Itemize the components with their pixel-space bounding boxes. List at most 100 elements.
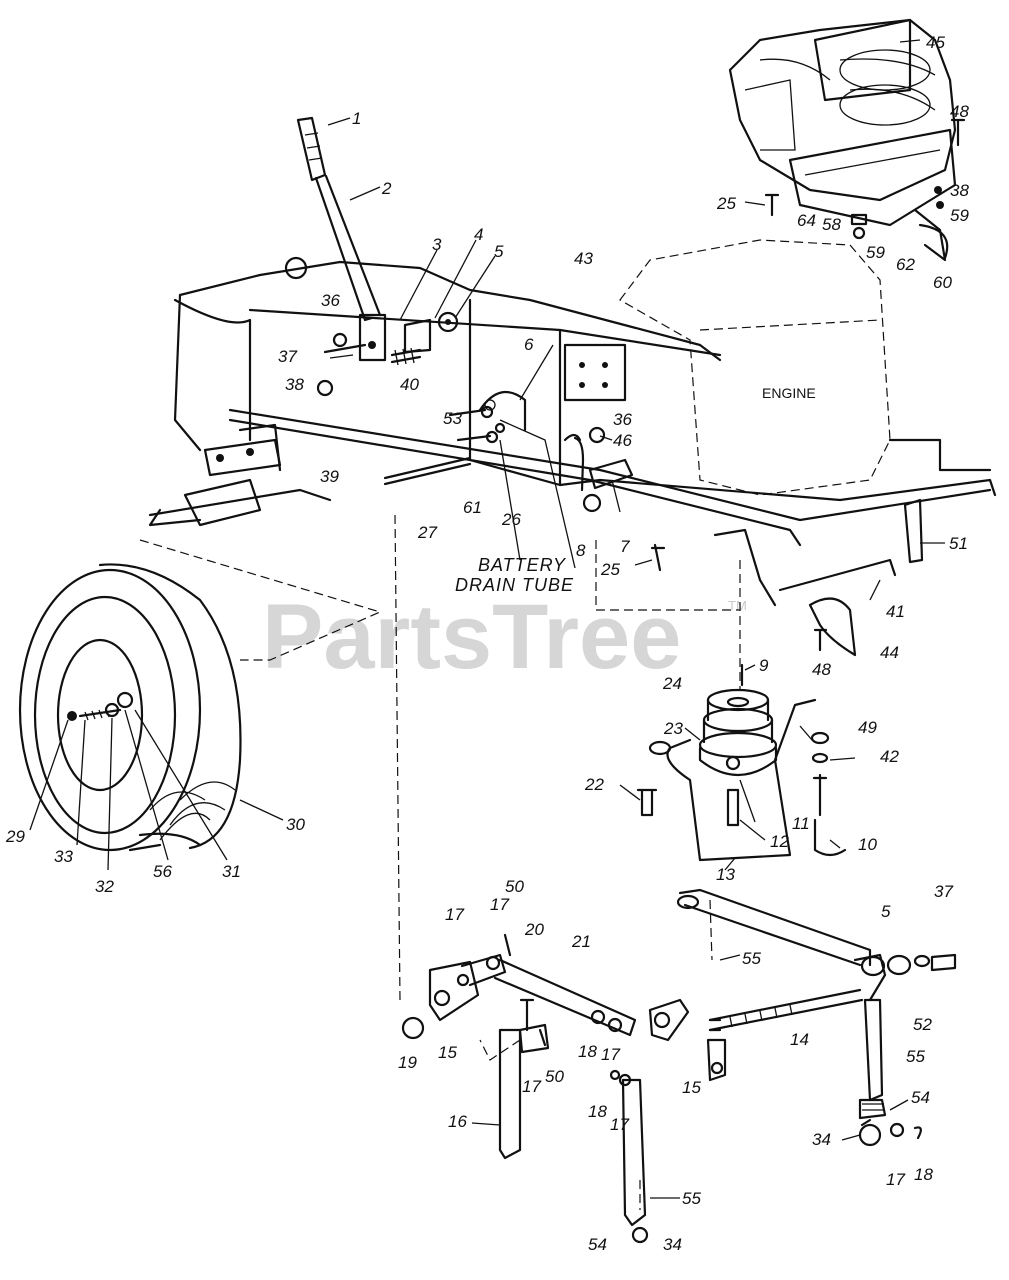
callout-64: 64 bbox=[797, 211, 816, 230]
callout-38b: 38 bbox=[950, 181, 969, 200]
callout-46: 46 bbox=[613, 431, 632, 450]
battery-drain-tube bbox=[499, 426, 666, 572]
callout-59: 59 bbox=[950, 206, 969, 225]
callout-42: 42 bbox=[880, 747, 899, 766]
pulley-assembly bbox=[595, 540, 847, 862]
callout-26: 26 bbox=[501, 510, 521, 529]
callout-37b: 37 bbox=[934, 882, 953, 901]
callout-56: 56 bbox=[153, 862, 172, 881]
callout-21: 21 bbox=[571, 932, 591, 951]
callout-55c: 55 bbox=[906, 1047, 925, 1066]
callout-17d: 17 bbox=[601, 1045, 620, 1064]
callout-15b: 15 bbox=[682, 1078, 701, 1097]
watermark-brand: PartsTree bbox=[262, 586, 681, 688]
callout-29: 29 bbox=[5, 827, 25, 846]
callout-54b: 54 bbox=[911, 1088, 930, 1107]
callout-55: 55 bbox=[682, 1189, 701, 1208]
callout-15: 15 bbox=[438, 1043, 457, 1062]
callout-5b: 5 bbox=[881, 902, 891, 921]
callout-17c: 17 bbox=[522, 1077, 541, 1096]
engine-hardware bbox=[764, 118, 966, 260]
callout-11: 11 bbox=[792, 814, 810, 833]
callout-18b: 18 bbox=[588, 1102, 607, 1121]
callout-52: 52 bbox=[913, 1015, 932, 1034]
callout-36: 36 bbox=[321, 291, 340, 310]
rear-wheel bbox=[18, 563, 242, 852]
callout-13: 13 bbox=[716, 865, 735, 884]
callout-numbers: 1 2 3 4 5 36 37 38 40 6 43 53 36 46 39 6… bbox=[5, 33, 969, 1254]
callout-25b: 25 bbox=[716, 194, 736, 213]
callout-18c: 18 bbox=[914, 1165, 933, 1184]
shift-rod bbox=[383, 405, 506, 486]
callout-32: 32 bbox=[95, 877, 114, 896]
callout-34: 34 bbox=[663, 1235, 682, 1254]
callout-51: 51 bbox=[949, 534, 968, 553]
callout-12: 12 bbox=[770, 832, 789, 851]
callout-17f: 17 bbox=[886, 1170, 905, 1189]
side-brackets bbox=[713, 498, 924, 657]
lever-bracket bbox=[316, 311, 459, 397]
callout-27: 27 bbox=[417, 523, 437, 542]
callout-14: 14 bbox=[790, 1030, 809, 1049]
callout-50: 50 bbox=[505, 877, 524, 896]
callout-37: 37 bbox=[278, 347, 297, 366]
callout-4: 4 bbox=[474, 225, 483, 244]
callout-62: 62 bbox=[896, 255, 915, 274]
callout-10: 10 bbox=[858, 835, 877, 854]
front-axle-bracket bbox=[148, 423, 332, 527]
callout-58: 58 bbox=[822, 215, 841, 234]
lower-linkage bbox=[401, 888, 957, 1244]
callout-34b: 34 bbox=[812, 1130, 831, 1149]
engine-assembly bbox=[728, 18, 957, 262]
callout-41: 41 bbox=[886, 602, 905, 621]
callout-3: 3 bbox=[432, 235, 442, 254]
callout-6: 6 bbox=[524, 335, 534, 354]
callout-2: 2 bbox=[381, 179, 392, 198]
shift-lever bbox=[296, 116, 387, 362]
callout-43: 43 bbox=[574, 249, 593, 268]
callout-48b: 48 bbox=[812, 660, 831, 679]
callout-22: 22 bbox=[584, 775, 604, 794]
callout-53: 53 bbox=[443, 409, 462, 428]
battery-label: BATTERY bbox=[478, 555, 567, 575]
watermark-trademark: TM bbox=[728, 598, 747, 613]
callout-55b: 55 bbox=[742, 949, 761, 968]
callout-36b: 36 bbox=[613, 410, 632, 429]
callout-48: 48 bbox=[950, 102, 969, 121]
engine-block: ENGINE bbox=[619, 239, 891, 496]
callout-38: 38 bbox=[285, 375, 304, 394]
callout-9: 9 bbox=[759, 656, 769, 675]
callout-24: 24 bbox=[662, 674, 682, 693]
callout-30: 30 bbox=[286, 815, 305, 834]
callout-59b: 59 bbox=[866, 243, 885, 262]
callout-61: 61 bbox=[463, 498, 482, 517]
tractor-frame bbox=[173, 256, 997, 547]
leader-lines bbox=[29, 39, 945, 1199]
callout-44: 44 bbox=[880, 643, 899, 662]
guide-lines bbox=[139, 514, 713, 1210]
callout-19: 19 bbox=[398, 1053, 417, 1072]
callout-39: 39 bbox=[320, 467, 339, 486]
callout-20: 20 bbox=[524, 920, 544, 939]
drain-tube-label: DRAIN TUBE bbox=[455, 575, 574, 595]
callout-8: 8 bbox=[576, 541, 586, 560]
callout-54: 54 bbox=[588, 1235, 607, 1254]
callout-31: 31 bbox=[222, 862, 241, 881]
callout-40: 40 bbox=[400, 375, 419, 394]
callout-23: 23 bbox=[663, 719, 683, 738]
callout-7: 7 bbox=[620, 537, 630, 556]
callout-18: 18 bbox=[578, 1042, 597, 1061]
callout-17: 17 bbox=[490, 895, 509, 914]
callout-5: 5 bbox=[494, 242, 504, 261]
callout-33: 33 bbox=[54, 847, 73, 866]
callout-50b: 50 bbox=[545, 1067, 564, 1086]
callout-45: 45 bbox=[926, 33, 945, 52]
callout-1: 1 bbox=[352, 109, 361, 128]
engine-label: ENGINE bbox=[762, 385, 816, 401]
callout-60: 60 bbox=[933, 273, 952, 292]
callout-17b: 17 bbox=[445, 905, 464, 924]
callout-17e: 17 bbox=[610, 1115, 629, 1134]
callout-25: 25 bbox=[600, 560, 620, 579]
callout-49: 49 bbox=[858, 718, 877, 737]
